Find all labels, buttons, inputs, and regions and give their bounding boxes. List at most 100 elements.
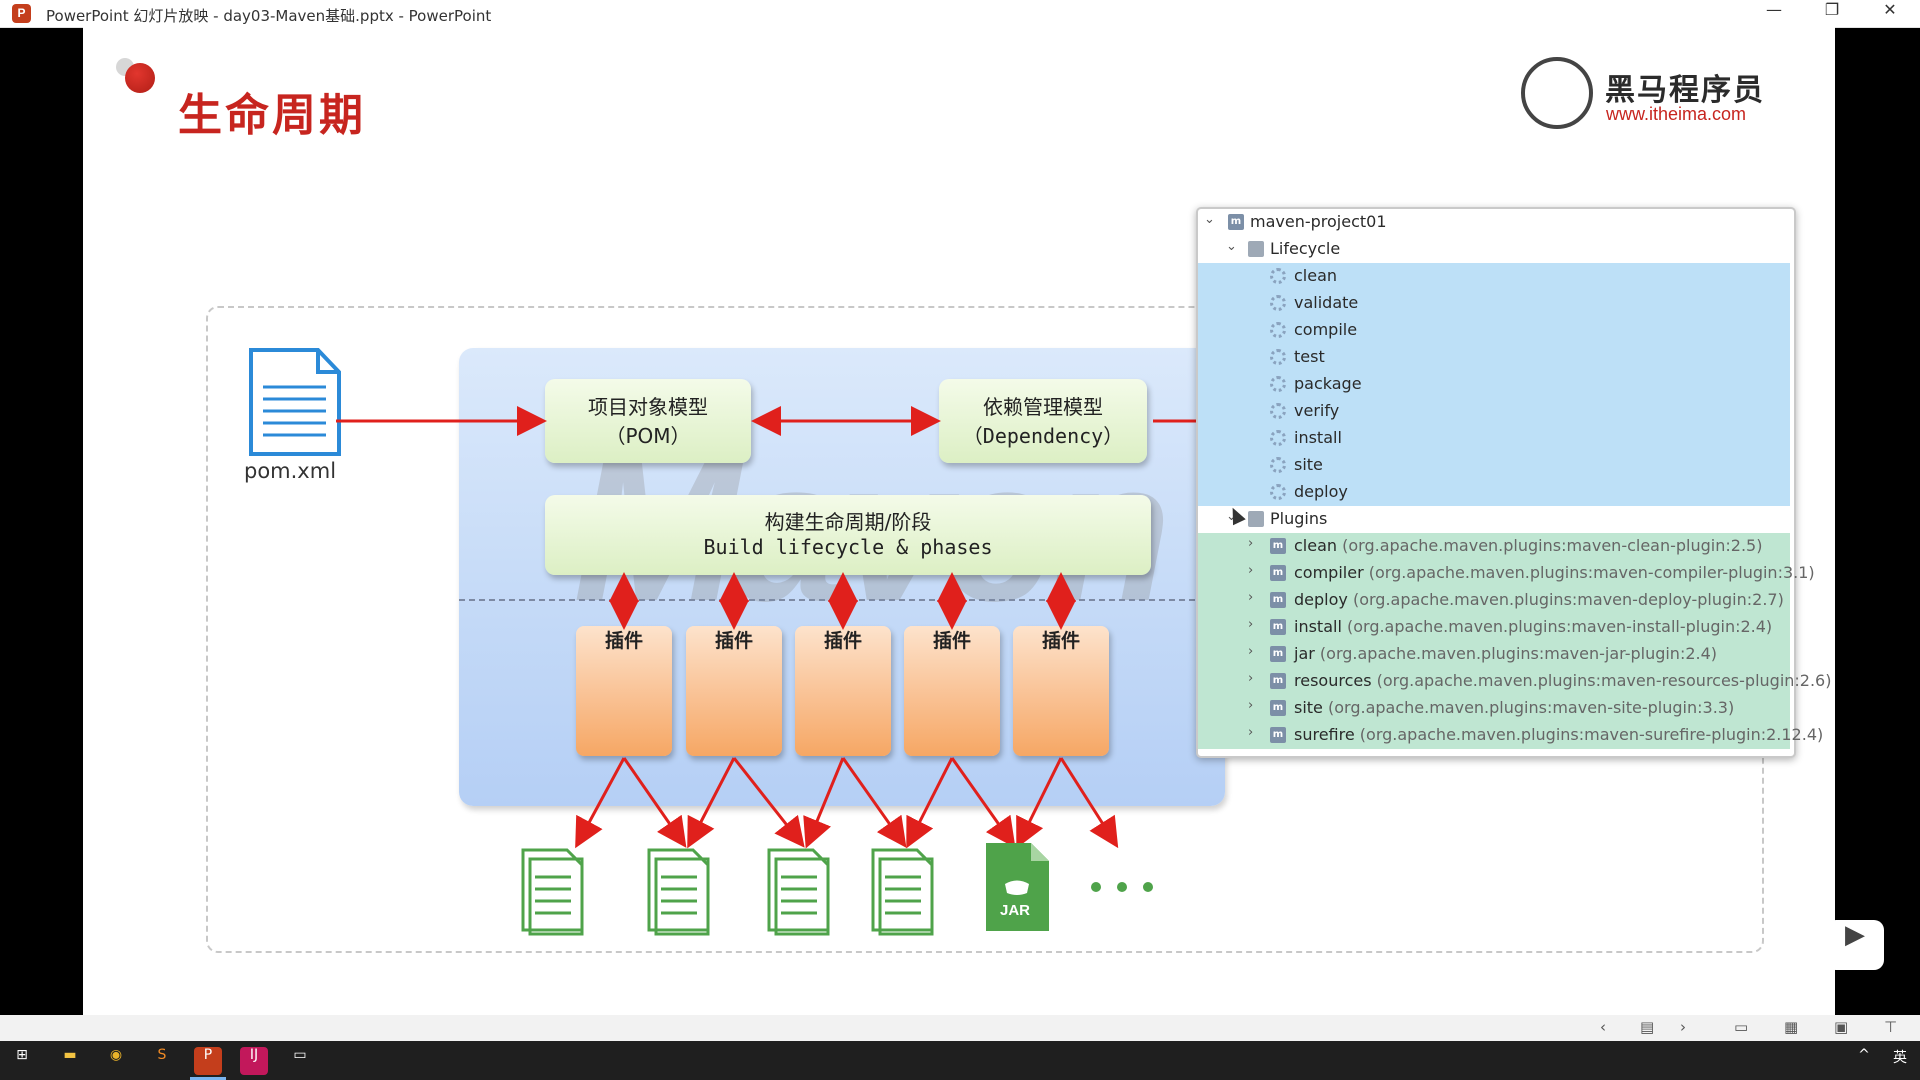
lifecycle-phase-row[interactable]: test	[1198, 344, 1790, 371]
window-titlebar: P PowerPoint 幻灯片放映 - day03-Maven基础.pptx …	[0, 0, 1920, 28]
folder-gear-icon	[1248, 241, 1264, 257]
lifecycle-label: Lifecycle	[1270, 239, 1341, 258]
horse-logo-icon	[1521, 57, 1593, 129]
slide-sorter-icon[interactable]: ▤	[1640, 1018, 1655, 1036]
lifecycle-phase-label: deploy	[1294, 482, 1348, 501]
grid-view-icon[interactable]: ▦	[1784, 1018, 1799, 1036]
slide-title: 生命周期	[178, 90, 366, 141]
reading-view-icon[interactable]: ▣	[1834, 1018, 1849, 1036]
file-explorer-icon[interactable]: ▬	[63, 1047, 77, 1063]
lifecycle-phase-label: clean	[1294, 266, 1338, 285]
plugin-coordinates: (org.apache.maven.plugins:maven-deploy-p…	[1352, 590, 1784, 609]
powerpoint-taskbar-icon[interactable]: P	[194, 1047, 222, 1075]
input-method-indicator[interactable]: 英	[1893, 1050, 1907, 1066]
plugin-box: 插件	[904, 626, 1000, 756]
gear-icon	[1270, 430, 1286, 446]
maven-plugin-icon: m	[1270, 619, 1286, 635]
plugin-output-arrows	[575, 757, 1119, 849]
lifecycle-phase-row[interactable]: package	[1198, 371, 1790, 398]
chevron-right-icon[interactable]: ›	[1248, 671, 1254, 686]
lifecycle-box: 构建生命周期/阶段 Build lifecycle & phases	[545, 495, 1151, 575]
gear-icon	[1270, 484, 1286, 500]
close-button[interactable]: ✕	[1883, 0, 1897, 19]
pom-file-icon	[249, 348, 341, 456]
chevron-right-icon[interactable]: ›	[1248, 563, 1254, 578]
plugin-name: jar	[1294, 644, 1315, 663]
gear-icon	[1270, 349, 1286, 365]
gear-icon	[1270, 457, 1286, 473]
lifecycle-title: 构建生命周期/阶段	[764, 510, 932, 534]
chevron-down-icon[interactable]: ⌄	[1204, 212, 1215, 227]
sublime-icon[interactable]: S	[157, 1047, 167, 1063]
terminal-icon[interactable]: ▭	[293, 1047, 307, 1063]
tree-plugins-row[interactable]: ⌄ Plugins	[1198, 506, 1790, 533]
minimize-button[interactable]: —	[1766, 0, 1782, 19]
plugin-name: site	[1294, 698, 1323, 717]
plugin-coordinates: (org.apache.maven.plugins:maven-install-…	[1346, 617, 1773, 636]
pom-model-title: 项目对象模型	[588, 395, 708, 419]
active-app-indicator	[190, 1077, 226, 1080]
tree-lifecycle-row[interactable]: ⌄ Lifecycle	[1198, 236, 1790, 263]
tray-expand-icon[interactable]: ^	[1858, 1047, 1870, 1063]
jar-label: JAR	[1000, 902, 1031, 919]
dependency-model-title: 依赖管理模型	[983, 395, 1103, 419]
lifecycle-phase-row[interactable]: install	[1198, 425, 1790, 452]
windows-start-icon[interactable]: ⊞	[16, 1047, 28, 1063]
slide: 生命周期 黑马程序员 www.itheima.com Maven 项目对象模型 …	[83, 27, 1835, 1015]
powerpoint-app-icon: P	[12, 4, 31, 23]
plugin-name: deploy	[1294, 590, 1348, 609]
chevron-right-icon[interactable]: ›	[1248, 644, 1254, 659]
lifecycle-phase-label: site	[1294, 455, 1323, 474]
plugin-coordinates: (org.apache.maven.plugins:maven-clean-pl…	[1342, 536, 1763, 555]
jar-file-icon	[986, 843, 1049, 931]
maven-plugin-icon: m	[1270, 727, 1286, 743]
lifecycle-phase-row[interactable]: site	[1198, 452, 1790, 479]
document-icon	[647, 848, 710, 936]
chevron-right-icon[interactable]: ›	[1248, 698, 1254, 713]
slideshow-toolbar: ‹ ▤ › ▭ ▦ ▣ ⊤	[0, 1015, 1920, 1041]
restore-button[interactable]: ❐	[1824, 0, 1840, 19]
presenter-view-icon[interactable]: ⊤	[1884, 1018, 1898, 1036]
previous-slide-button[interactable]: ‹	[1600, 1018, 1606, 1036]
plugin-box: 插件	[576, 626, 672, 756]
ellipsis-dots	[1091, 882, 1153, 892]
chevron-right-icon[interactable]: ›	[1248, 590, 1254, 605]
document-icon	[521, 848, 584, 936]
video-play-icon[interactable]: ▶	[1826, 920, 1884, 970]
dependency-model-subtitle: （Dependency）	[962, 424, 1124, 448]
document-icon	[871, 848, 934, 936]
next-slide-button[interactable]: ›	[1680, 1018, 1686, 1036]
project-name: maven-project01	[1250, 212, 1387, 231]
chrome-icon[interactable]: ◉	[109, 1047, 123, 1063]
chevron-down-icon[interactable]: ⌄	[1226, 509, 1237, 524]
lifecycle-phase-row[interactable]: validate	[1198, 290, 1790, 317]
normal-view-icon[interactable]: ▭	[1734, 1018, 1749, 1036]
gear-icon	[1270, 403, 1286, 419]
tree-project-row[interactable]: ⌄ m maven-project01	[1198, 209, 1790, 236]
logo-name: 黑马程序员	[1605, 73, 1765, 108]
plugin-coordinates: (org.apache.maven.plugins:maven-site-plu…	[1328, 698, 1735, 717]
lifecycle-phase-label: install	[1294, 428, 1342, 447]
chevron-right-icon[interactable]: ›	[1248, 725, 1254, 740]
chevron-right-icon[interactable]: ›	[1248, 617, 1254, 632]
lifecycle-phase-row[interactable]: deploy	[1198, 479, 1790, 506]
chevron-down-icon[interactable]: ⌄	[1226, 239, 1237, 254]
plugin-coordinates: (org.apache.maven.plugins:maven-jar-plug…	[1319, 644, 1718, 663]
lifecycle-phase-row[interactable]: compile	[1198, 317, 1790, 344]
gear-icon	[1270, 322, 1286, 338]
intellij-icon[interactable]: IJ	[240, 1047, 268, 1075]
lifecycle-phase-row[interactable]: verify	[1198, 398, 1790, 425]
lifecycle-phase-label: validate	[1294, 293, 1359, 312]
plugin-box: 插件	[1013, 626, 1109, 756]
dependency-model-box: 依赖管理模型 （Dependency）	[939, 379, 1147, 463]
lifecycle-phase-row[interactable]: clean	[1198, 263, 1790, 290]
chevron-right-icon[interactable]: ›	[1248, 536, 1254, 551]
